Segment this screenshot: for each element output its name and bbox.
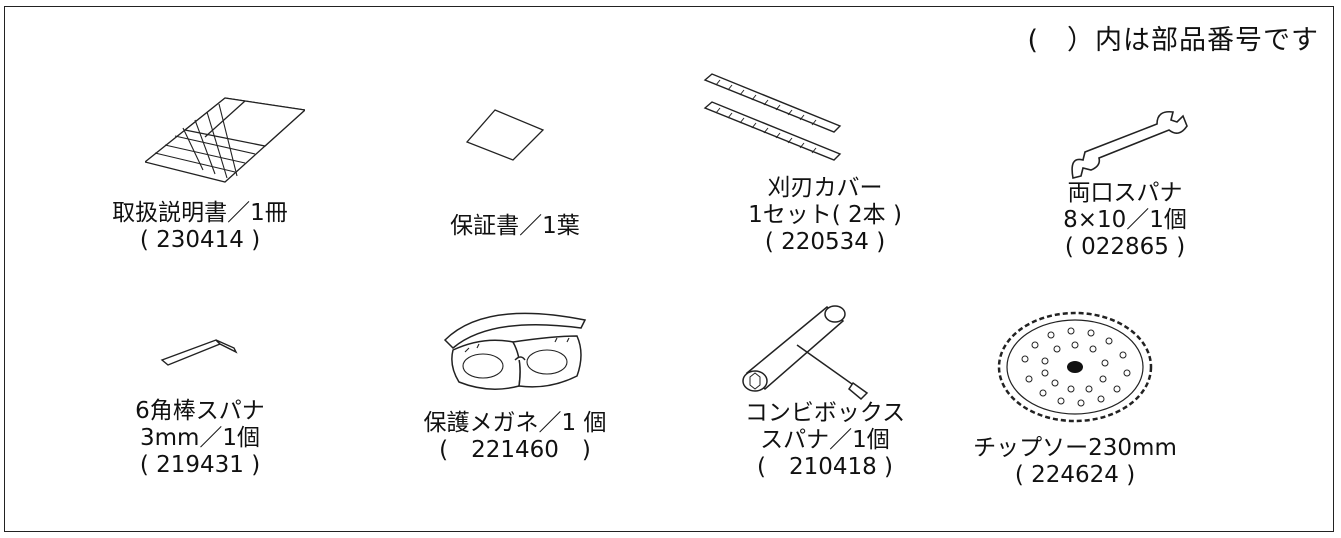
item-hex-key-part-number: ( 219431 ) [139,452,261,478]
parts-frame [4,6,1334,532]
item-wrench-name: 両口スパナ [1067,180,1183,206]
item-blade-cover-qty: 1セット( 2本 ) [748,202,902,228]
item-blade-cover-part-number: ( 220534 ) [764,229,886,255]
item-goggles-name: 保護メガネ／1 個 [423,410,607,436]
item-manual-part-number: ( 230414 ) [139,227,261,253]
item-hex-key-qty: 3mm／1個 [139,425,261,451]
item-warranty-name: 保証書／1葉 [450,213,580,239]
item-box-spanner-qty: スパナ／1個 [760,427,890,453]
card-icon [465,109,545,161]
parts-number-note: ( ）内は部品番号です [1027,25,1319,56]
blade-cover-icon [703,73,842,161]
item-box-spanner-part-number: ( 210418 ) [756,454,894,480]
item-wrench-qty: 8×10／1個 [1063,207,1187,233]
item-saw-blade-name: チップソー230mm [973,435,1177,461]
item-blade-cover-name: 刈刃カバー [767,175,883,201]
item-box-spanner-name: コンビボックス [744,400,906,426]
goggles-icon [443,312,587,390]
saw-blade-icon [997,311,1153,423]
manual-icon [145,97,305,183]
hex-key-icon [160,339,238,366]
item-manual-name: 取扱説明書／1冊 [112,200,288,226]
box-spanner-icon [742,305,869,401]
item-goggles-part-number: ( 221460 ) [439,437,591,463]
wrench-icon [1071,110,1188,179]
item-wrench-part-number: ( 022865 ) [1064,234,1186,260]
item-saw-blade-part-number: ( 224624 ) [1014,462,1136,488]
item-hex-key-name: 6角棒スパナ [135,398,265,424]
